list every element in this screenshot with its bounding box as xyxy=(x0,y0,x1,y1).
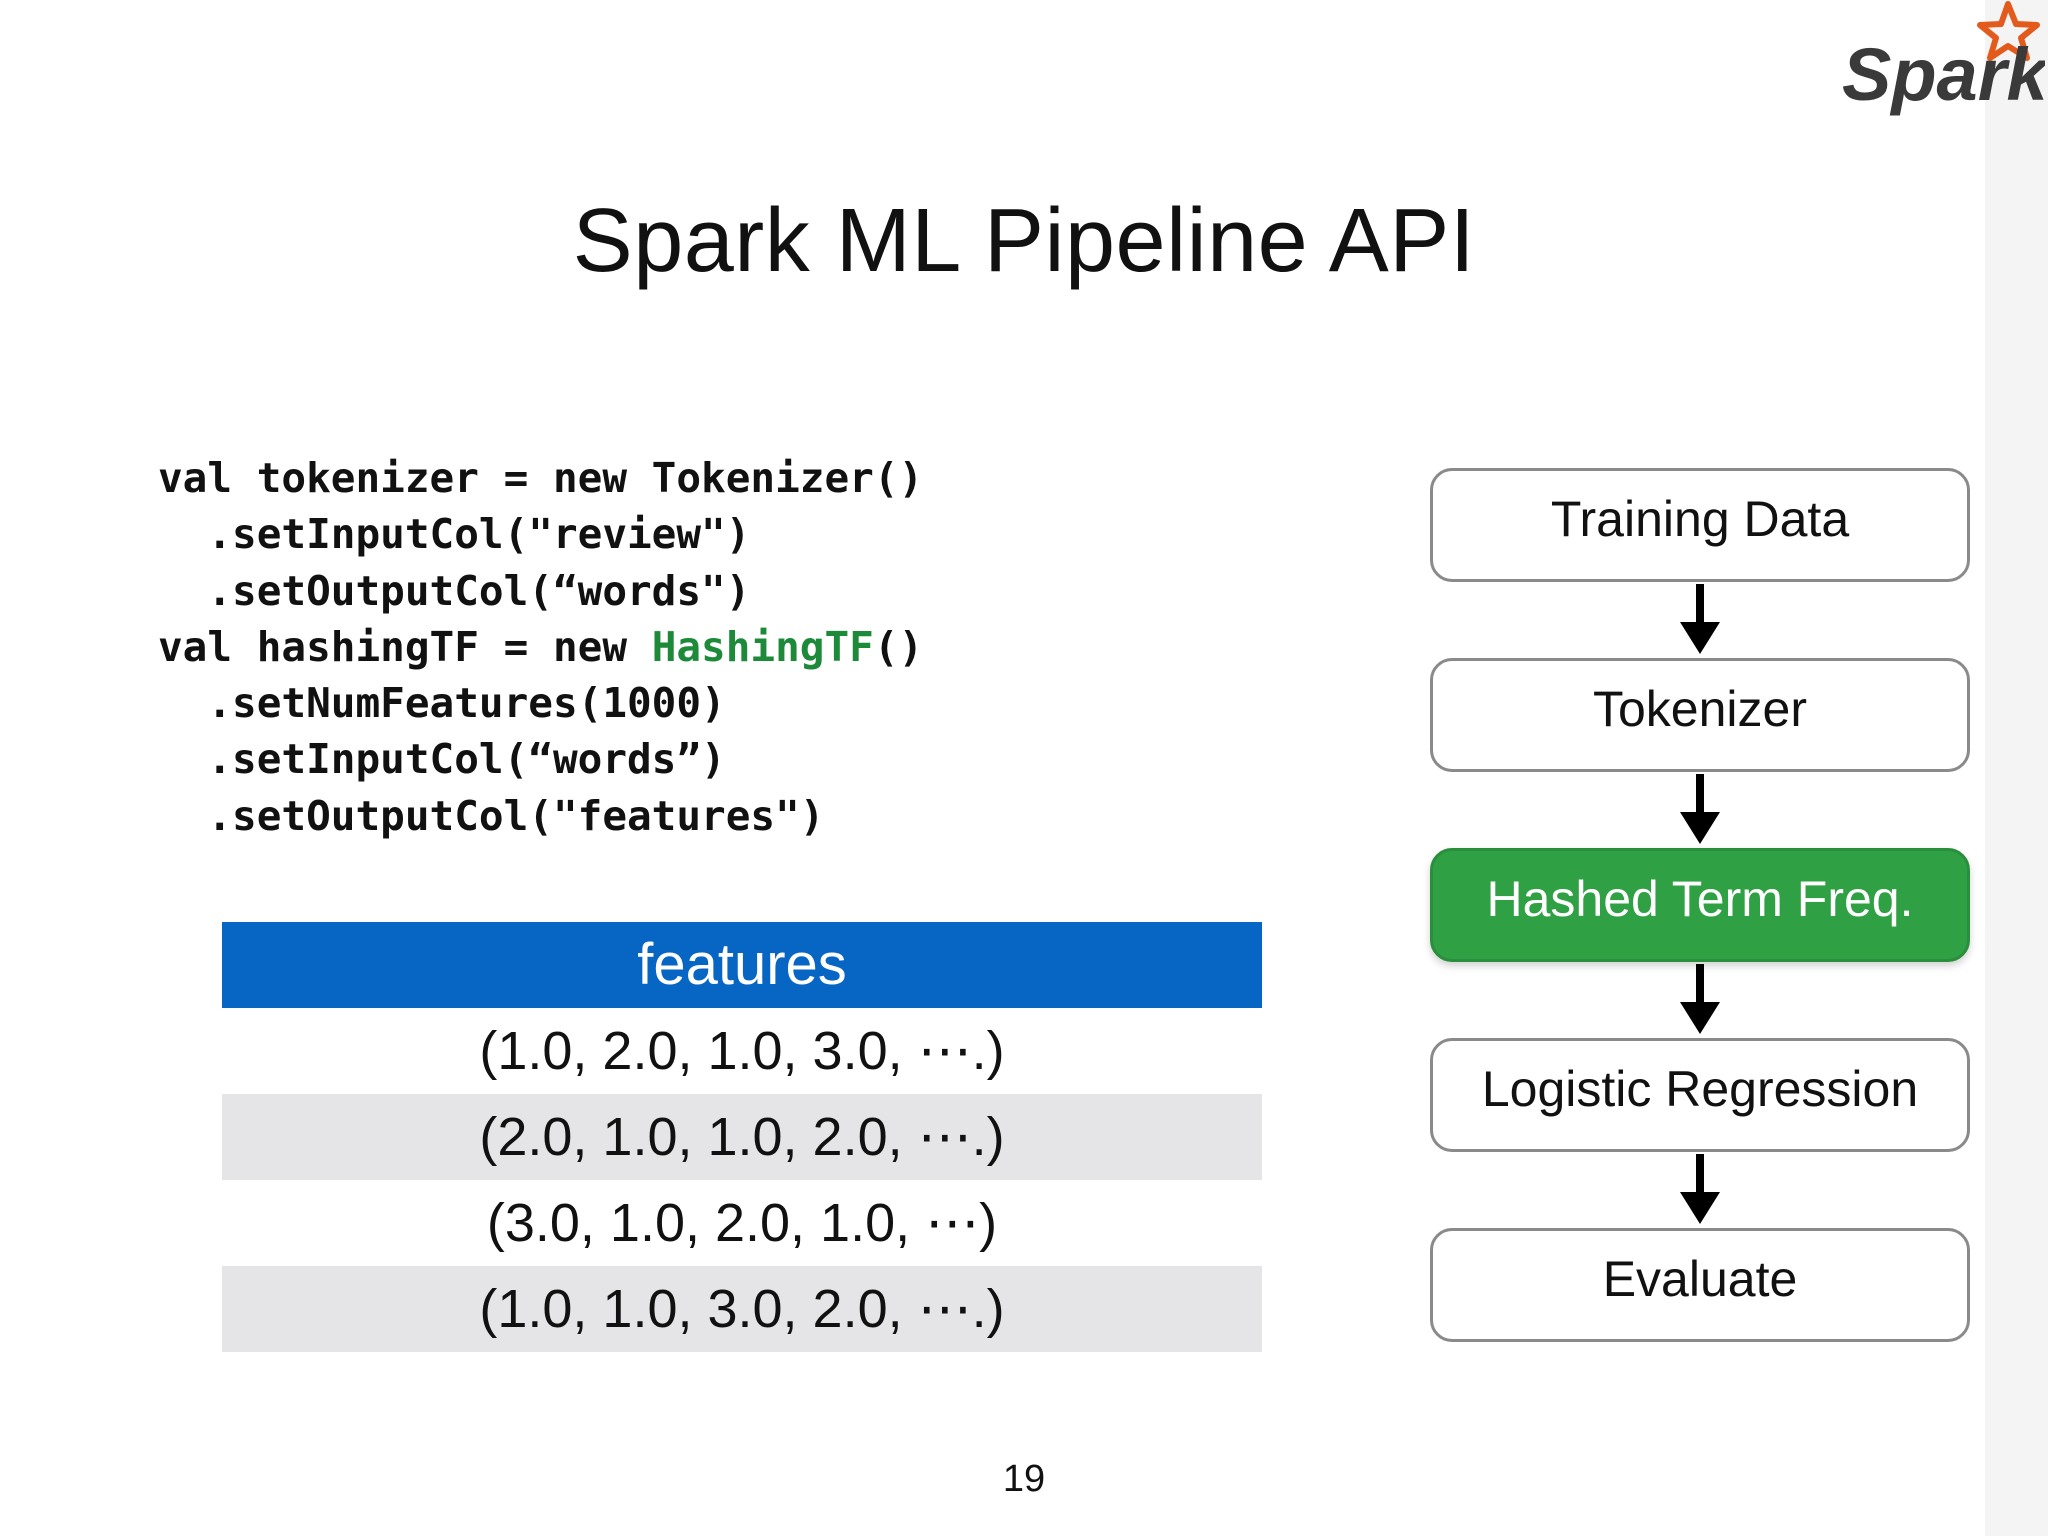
pipeline-step-evaluate: Evaluate xyxy=(1430,1228,1970,1342)
spark-logo-text: Spark xyxy=(1842,33,2045,116)
code-line: .setInputCol(“words”) xyxy=(158,731,923,787)
code-segment: .setOutputCol("features") xyxy=(158,791,825,840)
table-header: features xyxy=(222,922,1262,1008)
table-row: (3.0, 1.0, 2.0, 1.0, ⋯) xyxy=(222,1180,1262,1266)
arrow-down-icon xyxy=(1680,584,1720,654)
code-line: .setInputCol("review") xyxy=(158,506,923,562)
table-row: (1.0, 2.0, 1.0, 3.0, ⋯.) xyxy=(222,1008,1262,1094)
code-segment: .setOutputCol(“words") xyxy=(158,566,751,615)
flow-arrow xyxy=(1430,772,1970,848)
code-segment: val hashingTF = new xyxy=(158,622,652,671)
code-segment: .setInputCol(“words”) xyxy=(158,735,726,784)
pipeline-step-training-data: Training Data xyxy=(1430,468,1970,582)
code-segment: val tokenizer = new Tokenizer() xyxy=(158,454,924,502)
spark-logo: Spark xyxy=(1842,1,2045,116)
pipeline-step-logistic-regression: Logistic Regression xyxy=(1430,1038,1970,1152)
slide-title: Spark ML Pipeline API xyxy=(572,191,1476,291)
code-line: .setOutputCol("features") xyxy=(158,788,923,844)
code-segment: .setInputCol("review") xyxy=(158,510,751,559)
flow-arrow xyxy=(1430,962,1970,1038)
code-line: .setOutputCol(“words") xyxy=(158,563,923,619)
spark-star-icon xyxy=(1977,1,2040,61)
arrow-down-icon xyxy=(1680,774,1720,844)
flow-arrow xyxy=(1430,1152,1970,1228)
flow-arrow xyxy=(1430,582,1970,658)
code-segment: .setNumFeatures(1000) xyxy=(158,679,726,728)
arrow-down-icon xyxy=(1680,964,1720,1034)
pipeline-step-tokenizer: Tokenizer xyxy=(1430,658,1970,772)
code-highlight: HashingTF xyxy=(651,622,874,671)
arrow-down-icon xyxy=(1680,1154,1720,1224)
features-table: features (1.0, 2.0, 1.0, 3.0, ⋯.)(2.0, 1… xyxy=(222,922,1262,1352)
code-line: .setNumFeatures(1000) xyxy=(158,675,923,731)
code-line: val hashingTF = new HashingTF() xyxy=(158,619,923,675)
table-row: (2.0, 1.0, 1.0, 2.0, ⋯.) xyxy=(222,1094,1262,1180)
code-line: val tokenizer = new Tokenizer() xyxy=(158,450,923,506)
pipeline-step-hashed-term-freq: Hashed Term Freq. xyxy=(1430,848,1970,962)
page-number: 19 xyxy=(1002,1458,1046,1500)
slide-edge-shade xyxy=(1985,0,2048,1536)
code-segment: () xyxy=(873,622,924,671)
code-block: val tokenizer = new Tokenizer() .setInpu… xyxy=(158,450,923,844)
table-row: (1.0, 1.0, 3.0, 2.0, ⋯.) xyxy=(222,1266,1262,1352)
